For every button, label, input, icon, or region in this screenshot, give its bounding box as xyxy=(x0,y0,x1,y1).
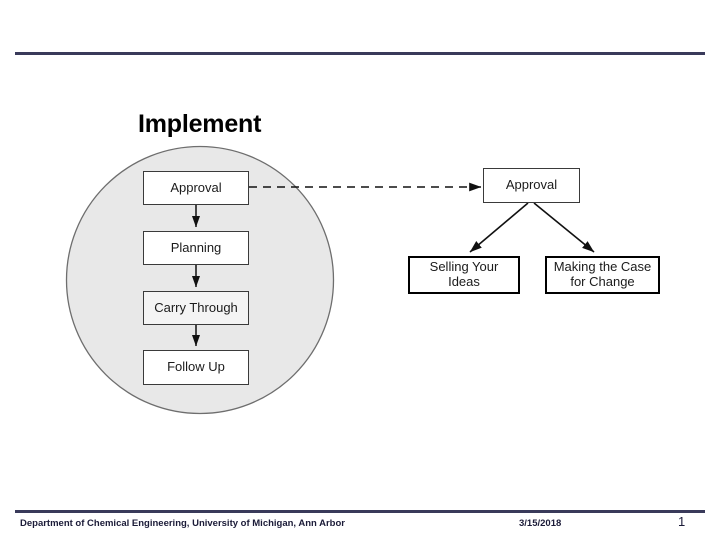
page-title: Implement xyxy=(138,110,262,138)
footer-divider xyxy=(15,510,705,513)
node-carry-through[interactable]: Carry Through xyxy=(143,291,249,325)
node-making-the-case-for-change[interactable]: Making the Case for Change xyxy=(545,256,660,294)
node-approval-left[interactable]: Approval xyxy=(143,171,249,205)
node-approval-right[interactable]: Approval xyxy=(483,168,580,203)
footer-organization: Department of Chemical Engineering, Univ… xyxy=(20,518,345,529)
node-follow-up-label: Follow Up xyxy=(167,359,225,375)
footer-page-number: 1 xyxy=(678,514,686,529)
node-planning[interactable]: Planning xyxy=(143,231,249,265)
node-approval-right-label: Approval xyxy=(505,177,558,193)
footer-date: 3/15/2018 xyxy=(519,518,562,529)
node-follow-up[interactable]: Follow Up xyxy=(143,350,249,385)
node-approval-left-label: Approval xyxy=(170,179,222,195)
node-carry-through-label: Carry Through xyxy=(154,299,238,315)
connector-approval-to-making-case xyxy=(533,202,595,253)
node-selling-your-ideas[interactable]: Selling Your Ideas xyxy=(408,256,520,294)
node-selling-your-ideas-label: Selling Your Ideas xyxy=(429,259,499,289)
node-making-the-case-for-change-label: Making the Case for Change xyxy=(553,259,652,289)
node-planning-label: Planning xyxy=(170,239,222,255)
connector-approval-to-selling-ideas xyxy=(469,202,529,253)
header-divider xyxy=(15,52,705,55)
